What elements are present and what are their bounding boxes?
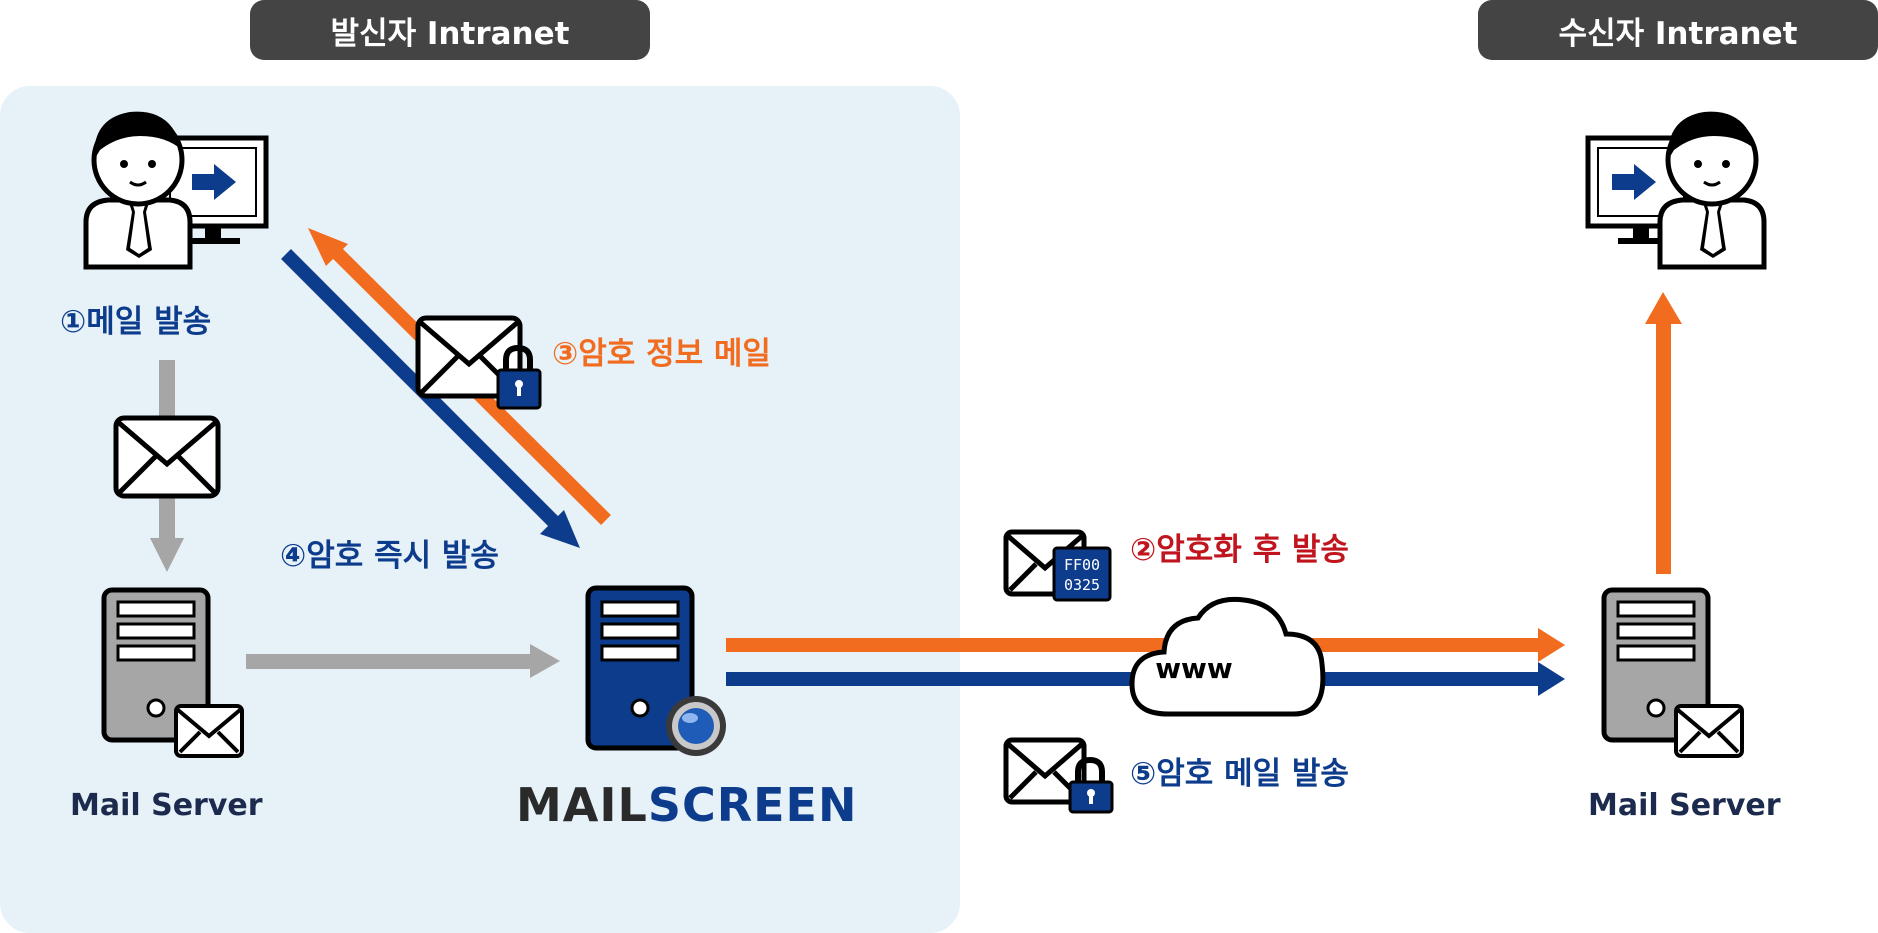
sender-user-icon bbox=[83, 111, 269, 270]
receiver-zone-title: 수신자 Intranet bbox=[1478, 0, 1878, 60]
step-1-label: ①메일 발송 bbox=[60, 304, 212, 340]
envelope-lock-icon bbox=[415, 315, 542, 410]
step-5-label: ⑤암호 메일 발송 bbox=[1130, 756, 1349, 792]
receiver-user-icon bbox=[1585, 111, 1767, 270]
receiver-mail-server-icon bbox=[1601, 587, 1744, 758]
mailscreen-logo-part2: SCREEN bbox=[647, 778, 858, 832]
orange-up-arrow bbox=[1645, 292, 1682, 574]
mailscreen-logo-part1: MAIL bbox=[516, 778, 648, 832]
gray-arrow-right bbox=[246, 644, 560, 678]
mailscreen-logo: MAILSCREEN bbox=[516, 778, 857, 832]
envelope-hex-icon: FF00 0325 bbox=[1003, 529, 1112, 602]
step-4-label: ④암호 즉시 발송 bbox=[280, 538, 499, 574]
hex-code-top: FF00 bbox=[1064, 556, 1100, 574]
envelope-lock-icon-bottom bbox=[1003, 737, 1114, 814]
cloud-label: www bbox=[1155, 652, 1233, 685]
envelope-icon bbox=[113, 415, 221, 499]
receiver-mail-server-label: Mail Server bbox=[1588, 788, 1781, 823]
step-2-label: ②암호화 후 발송 bbox=[1130, 532, 1349, 568]
mailscreen-server-icon bbox=[585, 585, 726, 756]
hex-code-bottom: 0325 bbox=[1064, 576, 1100, 594]
sender-mail-server-label: Mail Server bbox=[70, 788, 263, 823]
sender-zone-title: 발신자 Intranet bbox=[250, 0, 650, 60]
step-3-label: ③암호 정보 메일 bbox=[552, 336, 771, 372]
orange-horizontal-arrow bbox=[726, 628, 1565, 662]
sender-mail-server-icon bbox=[101, 587, 244, 758]
internet-cloud-icon: www bbox=[1129, 596, 1326, 717]
